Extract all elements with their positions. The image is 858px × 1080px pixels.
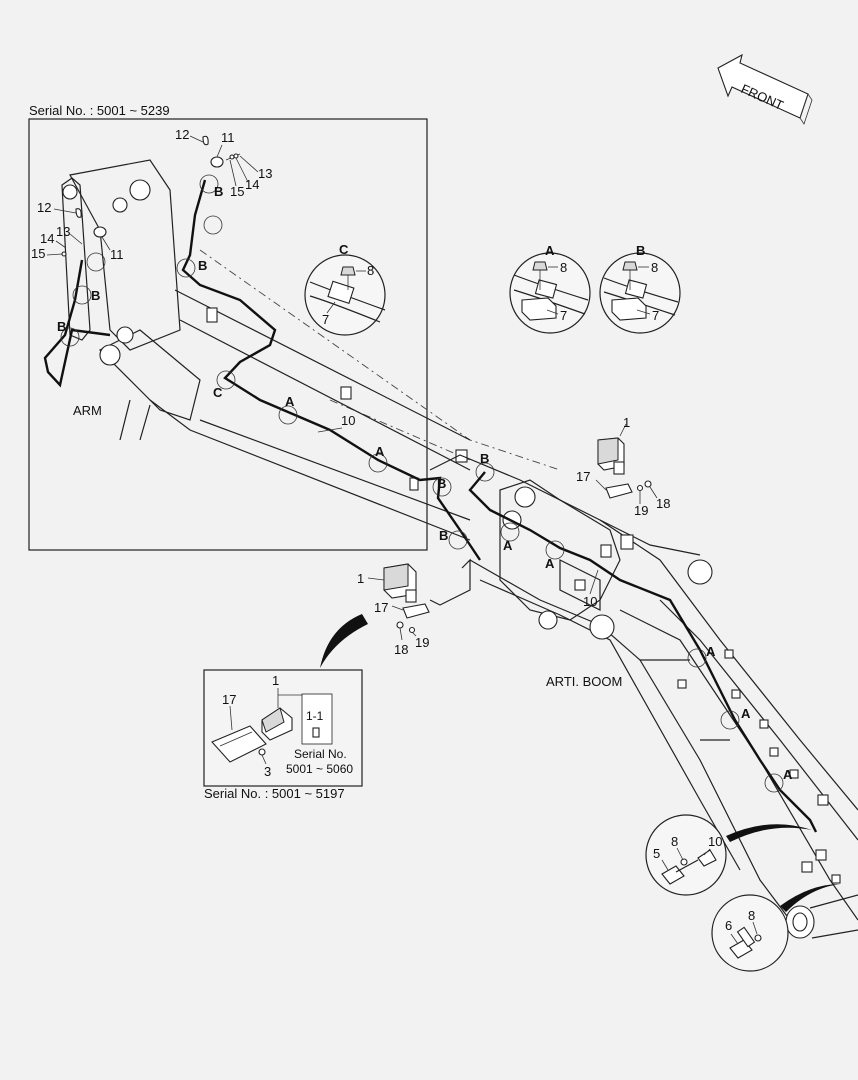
callout-17: 17 <box>222 692 236 707</box>
callout-7: 7 <box>652 308 659 323</box>
callout-8: 8 <box>651 260 658 275</box>
callout-11: 11 <box>110 247 124 262</box>
serial-note-range: 5001 ~ 5060 <box>286 762 353 776</box>
clip-mark-b: B <box>91 288 100 303</box>
callout-15: 15 <box>31 246 45 261</box>
callout-7: 7 <box>322 312 329 327</box>
leader-arrow <box>320 614 368 668</box>
clip-mark-b: B <box>439 528 448 543</box>
callout-18: 18 <box>656 496 670 511</box>
callout-1: 1 <box>357 571 364 586</box>
clip-mark-b: B <box>57 319 66 334</box>
arm-structure <box>61 159 471 541</box>
arm-wiring-harness <box>181 179 481 561</box>
callout-17: 17 <box>374 600 388 615</box>
callout-5: 5 <box>653 846 660 861</box>
callout-13: 13 <box>258 166 272 181</box>
callout-1: 1 <box>272 673 279 688</box>
work-lamp: 1 17 18 19 <box>357 558 471 657</box>
callout-12: 12 <box>175 127 189 142</box>
callout-8: 8 <box>748 908 755 923</box>
callout-18: 18 <box>394 642 408 657</box>
arm-label: ARM <box>73 403 102 418</box>
clip-mark-a: A <box>285 394 295 409</box>
detail-view-a: A 8 7 <box>509 243 591 334</box>
detail-view-c: C 8 7 <box>304 242 386 336</box>
clip-mark-a: A <box>545 556 555 571</box>
clip-mark-b: B <box>214 184 223 199</box>
callout-8: 8 <box>560 260 567 275</box>
boom-label: ARTI. BOOM <box>546 674 622 689</box>
detail-label-a: A <box>545 243 555 258</box>
callout-14: 14 <box>40 231 54 246</box>
clip-mark-a: A <box>706 644 716 659</box>
callout-8: 8 <box>671 834 678 849</box>
arti-boom-structure <box>429 454 858 939</box>
callout-15: 15 <box>230 184 244 199</box>
callout-14: 14 <box>245 177 259 192</box>
lamp-inset-box: 17 3 1 1-1 Serial No. 5001 ~ 5060 <box>203 669 363 787</box>
clip-mark-a: A <box>375 444 385 459</box>
clip-mark-b: B <box>198 258 207 273</box>
arm-wiring-harness-left <box>43 259 111 388</box>
callout-1-1: 1-1 <box>306 709 324 723</box>
callout-10: 10 <box>341 413 355 428</box>
arm-callouts: 12 11 13 14 15 12 13 14 15 11 10 ARM <box>31 127 355 433</box>
clip-mark-a: A <box>741 706 751 721</box>
callout-1: 1 <box>623 415 630 430</box>
detail-view-connector-lower: 6 8 <box>711 894 789 972</box>
leader-arrow <box>780 884 840 912</box>
detail-label-b: B <box>636 243 645 258</box>
callout-12: 12 <box>37 200 51 215</box>
callout-13: 13 <box>56 224 70 239</box>
clip-mark-c: C <box>213 385 223 400</box>
serial-note-title: Serial No. <box>294 747 347 761</box>
callout-3: 3 <box>264 764 271 779</box>
clip-mark-b: B <box>480 451 489 466</box>
clip-mark-a: A <box>503 538 513 553</box>
detail-view-connector-upper: 5 8 10 <box>645 814 727 896</box>
callout-8: 8 <box>367 263 374 278</box>
boom-clamp-marks <box>500 522 784 793</box>
detail-label-c: C <box>339 242 349 257</box>
detail-view-b: B 8 7 <box>599 243 681 334</box>
front-direction-arrow: FRONT <box>717 53 813 125</box>
callout-6: 6 <box>725 918 732 933</box>
callout-10: 10 <box>708 834 722 849</box>
callout-19: 19 <box>634 503 648 518</box>
callout-11: 11 <box>221 130 235 145</box>
arm-detail-frame <box>28 118 428 551</box>
serial-inset-label: Serial No. : 5001 ~ 5197 <box>204 786 345 801</box>
callout-7: 7 <box>560 308 567 323</box>
clip-mark-a: A <box>783 767 793 782</box>
boom-wiring-harness <box>468 471 818 833</box>
serial-top-label: Serial No. : 5001 ~ 5239 <box>29 103 170 118</box>
boom-work-lamp: 1 17 19 18 <box>576 415 670 518</box>
callout-10: 10 <box>583 594 597 609</box>
callout-17: 17 <box>576 469 590 484</box>
leader-arrow <box>726 824 812 842</box>
arm-clamp-marks <box>60 174 495 550</box>
clip-mark-b: B <box>437 476 446 491</box>
callout-19: 19 <box>415 635 429 650</box>
